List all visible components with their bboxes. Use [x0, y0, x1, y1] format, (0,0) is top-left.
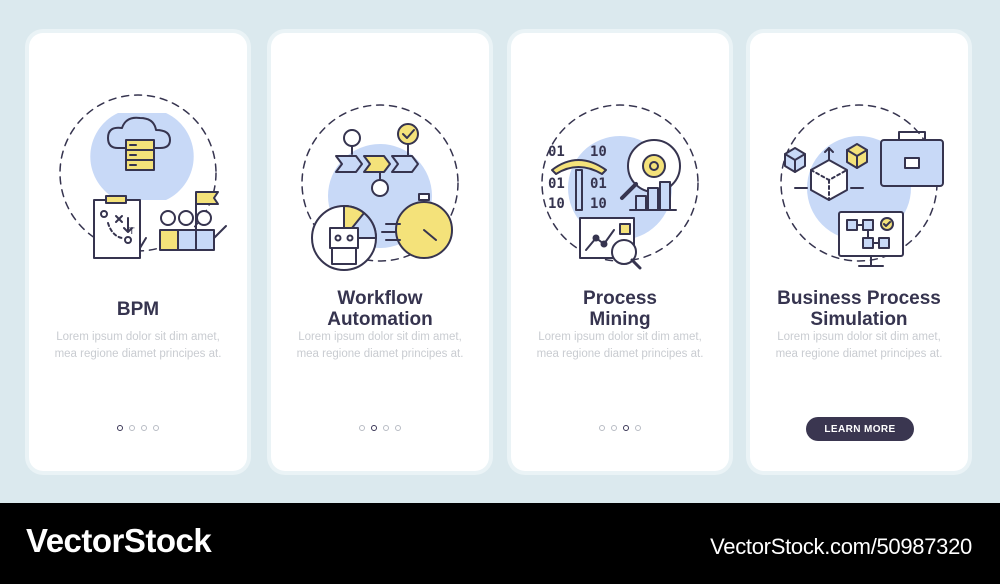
- learn-more-button[interactable]: LEARN MORE: [806, 417, 914, 441]
- card-description: Lorem ipsum dolor sit dim amet, mea regi…: [775, 331, 943, 360]
- pagination-dots: [271, 425, 489, 431]
- card-title: BPM: [116, 298, 160, 320]
- page-dot-3[interactable]: [623, 425, 629, 431]
- workflow-automation-icon: [288, 88, 472, 278]
- page-dot-4[interactable]: [635, 425, 641, 431]
- card-title: Process Mining: [583, 288, 657, 330]
- page-dot-1[interactable]: [599, 425, 605, 431]
- page-dot-2[interactable]: [611, 425, 617, 431]
- onboarding-card-business-process-simulation: Business Process Simulation Lorem ipsum …: [750, 33, 968, 471]
- svg-text:01: 01: [548, 144, 565, 160]
- svg-text:T: T: [128, 227, 135, 237]
- page-dot-2[interactable]: [129, 425, 135, 431]
- pagination-dots: [29, 425, 247, 431]
- process-mining-icon: 01 10 01 01 10 10: [528, 88, 712, 278]
- onboarding-card-workflow-automation: Workflow Automation Lorem ipsum dolor si…: [271, 33, 489, 471]
- onboarding-card-bpm: T BPM Lorem ipsum dolor sit dim amet, me…: [29, 33, 247, 471]
- page-dot-4[interactable]: [395, 425, 401, 431]
- svg-text:01: 01: [590, 176, 607, 192]
- page-dot-1[interactable]: [359, 425, 365, 431]
- image-id-text: VectorStock.com/50987320: [710, 534, 972, 559]
- svg-text:01: 01: [548, 176, 565, 192]
- watermark-footer: [0, 503, 1000, 584]
- svg-text:10: 10: [590, 144, 607, 160]
- card-title: Workflow Automation: [327, 288, 433, 330]
- page-dot-2[interactable]: [371, 425, 377, 431]
- card-description: Lorem ipsum dolor sit dim amet, mea regi…: [54, 331, 222, 360]
- card-description: Lorem ipsum dolor sit dim amet, mea regi…: [296, 331, 464, 360]
- card-title: Business Process Simulation: [777, 288, 941, 330]
- svg-text:10: 10: [548, 196, 565, 212]
- page-dot-3[interactable]: [141, 425, 147, 431]
- svg-text:10: 10: [590, 196, 607, 212]
- page-dot-1[interactable]: [117, 425, 123, 431]
- brand-logo-text: VectorStock: [26, 522, 212, 559]
- business-process-simulation-icon: [767, 88, 951, 278]
- page-dot-4[interactable]: [153, 425, 159, 431]
- onboarding-card-process-mining: 01 10 01 01 10 10 Process Mining: [511, 33, 729, 471]
- onboarding-screens: T BPM Lorem ipsum dolor sit dim amet, me…: [29, 33, 968, 471]
- card-description: Lorem ipsum dolor sit dim amet, mea regi…: [536, 331, 704, 360]
- page-dot-3[interactable]: [383, 425, 389, 431]
- bpm-icon: T: [46, 88, 230, 278]
- pagination-dots: [511, 425, 729, 431]
